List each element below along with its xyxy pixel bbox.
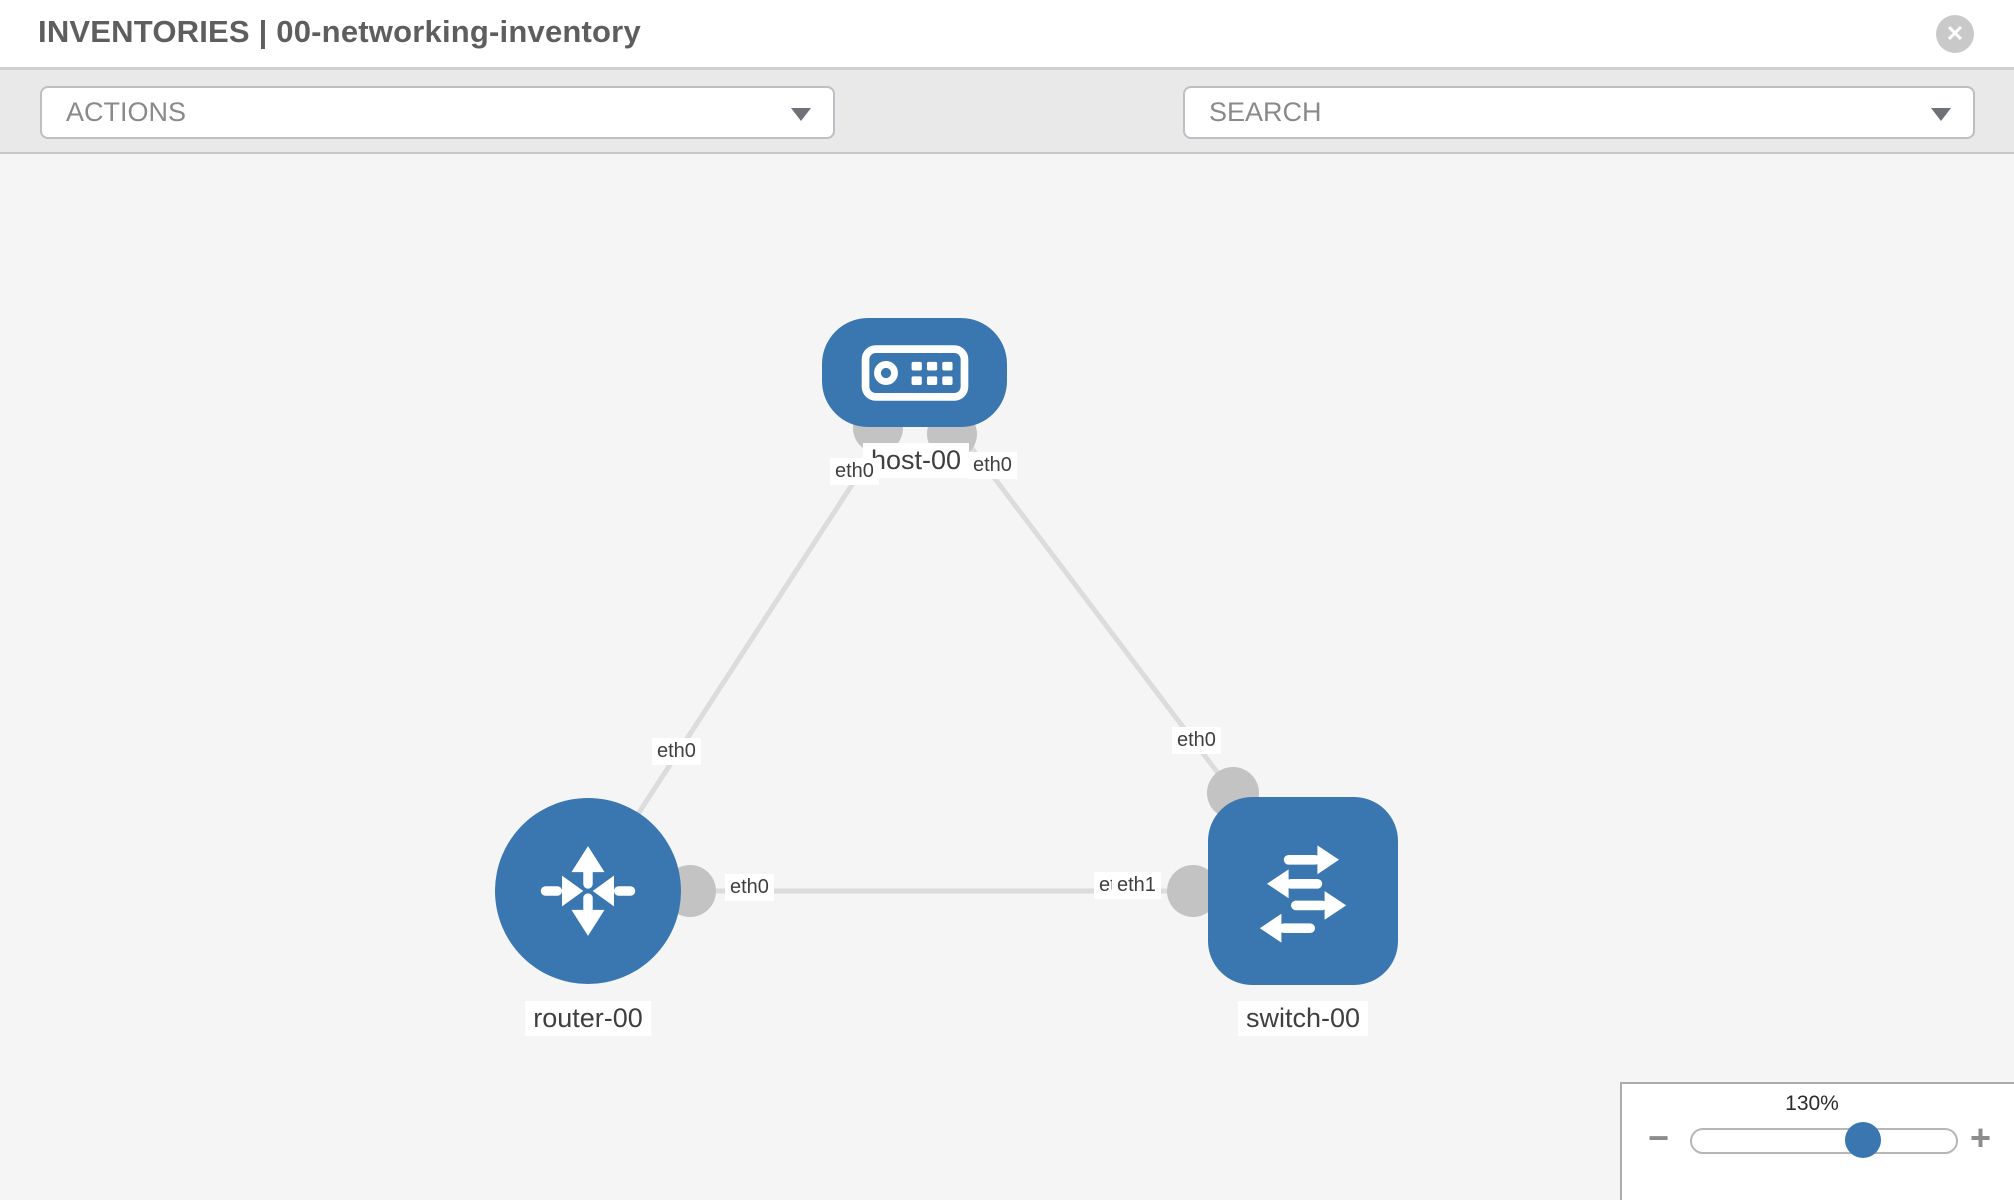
minus-icon: − — [1648, 1117, 1670, 1158]
zoom-slider[interactable] — [1690, 1122, 1958, 1158]
if-label-host-eth0-left: eth0 — [830, 458, 879, 485]
if-label-switch-eth1: eth1 — [1112, 872, 1161, 899]
node-label-host: host-00 — [862, 443, 970, 478]
topology-canvas[interactable]: host-00 router-00 — [0, 156, 2014, 1200]
node-router-00[interactable] — [495, 798, 681, 984]
node-label-router: router-00 — [525, 1001, 651, 1036]
node-host-00[interactable] — [822, 318, 1007, 427]
zoom-panel: 130% − + — [1620, 1082, 2014, 1200]
chevron-down-icon — [1931, 107, 1951, 121]
zoom-level: 130% — [1785, 1092, 1839, 1115]
node-label-switch: switch-00 — [1237, 1001, 1369, 1036]
close-icon: ✕ — [1945, 21, 1965, 46]
actions-dropdown-label: ACTIONS — [66, 97, 187, 127]
if-label-router-eth0-uplink: eth0 — [652, 738, 701, 765]
topology-links — [585, 412, 1235, 894]
actions-dropdown[interactable]: ACTIONS — [40, 86, 835, 139]
close-button[interactable]: ✕ — [1936, 15, 1974, 53]
page-title: INVENTORIES | 00-networking-inventory — [38, 14, 641, 49]
zoom-slider-handle[interactable] — [1845, 1122, 1881, 1158]
if-label-host-eth0-right: eth0 — [968, 452, 1017, 479]
if-label-switch-eth0-uplink: eth0 — [1172, 727, 1221, 754]
header: INVENTORIES | 00-networking-inventory ✕ — [0, 0, 2014, 70]
zoom-out-button[interactable]: − — [1648, 1120, 1669, 1156]
search-dropdown[interactable]: SEARCH — [1183, 86, 1975, 139]
chevron-down-icon — [791, 107, 811, 121]
zoom-in-button[interactable]: + — [1970, 1120, 1991, 1156]
server-icon — [861, 344, 968, 401]
plus-icon: + — [1970, 1117, 1992, 1158]
router-icon — [540, 846, 636, 936]
node-switch-00[interactable] — [1208, 797, 1398, 985]
if-label-router-eth0-lan: eth0 — [725, 874, 774, 901]
switch-icon — [1259, 845, 1347, 943]
link-router-host — [585, 412, 901, 893]
toolbar: ACTIONS SEARCH — [0, 70, 2014, 204]
search-dropdown-label: SEARCH — [1209, 97, 1322, 127]
